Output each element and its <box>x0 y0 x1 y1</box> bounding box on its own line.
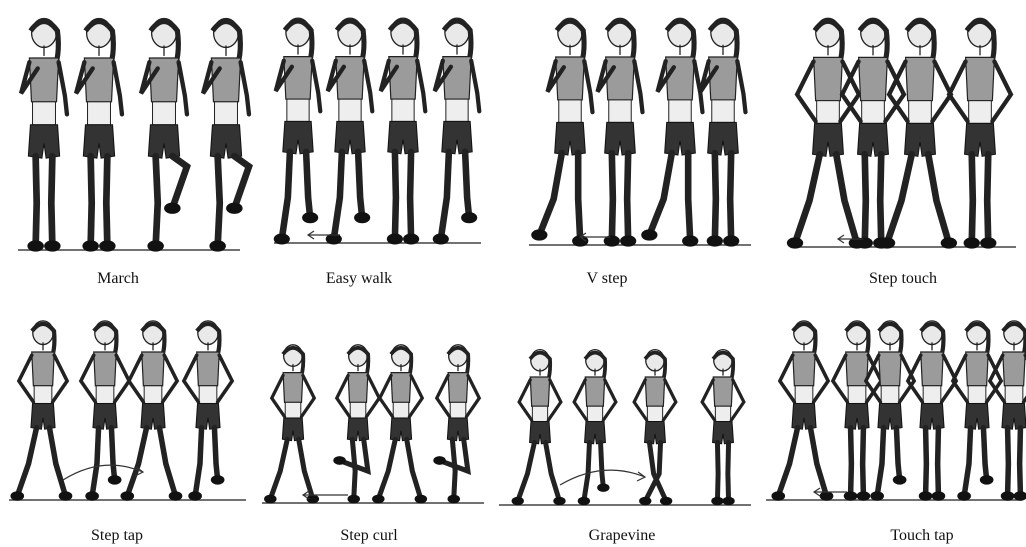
dancer-figure <box>512 350 566 506</box>
dancer-figure <box>141 18 187 251</box>
dancer-figure <box>433 18 480 244</box>
dancer-figure <box>866 321 914 501</box>
dancer-figure <box>326 18 373 244</box>
dancer-figure <box>531 18 592 246</box>
panel-step-curl <box>258 330 488 520</box>
dancer-figure <box>701 18 746 246</box>
grapevine-figures <box>495 335 755 520</box>
dancer-figure <box>634 350 676 506</box>
dancer-figure <box>264 345 319 504</box>
caption-step-touch: Step touch <box>869 270 937 288</box>
dancer-figure <box>833 321 881 501</box>
touch-tap-figures <box>762 305 1026 520</box>
dancer-figure <box>641 18 702 246</box>
march-figures <box>14 0 244 265</box>
easy-walk-figures <box>270 0 485 265</box>
dancer-figure <box>990 321 1026 501</box>
dancer-figure <box>76 18 122 251</box>
caption-easy-walk: Easy walk <box>326 270 392 288</box>
v-step-figures <box>525 0 755 265</box>
dancer-figure <box>184 321 232 501</box>
step-tap-figures <box>5 305 250 520</box>
dancer-figure <box>771 321 833 501</box>
dancer-figure <box>10 321 72 501</box>
panel-step-touch <box>790 0 1020 265</box>
dancer-figure <box>598 18 643 246</box>
dancer-figure <box>372 345 427 504</box>
caption-step-tap: Step tap <box>91 527 143 545</box>
panel-march <box>14 0 244 265</box>
dancer-figure <box>433 345 479 504</box>
dancer-figure <box>908 321 956 501</box>
dancer-figure <box>879 18 957 248</box>
dancer-figure <box>333 345 379 504</box>
dancer-figure <box>21 18 67 251</box>
panel-step-tap <box>5 305 250 520</box>
dancer-figure <box>787 18 865 248</box>
dancer-figure <box>120 321 182 501</box>
panel-grapevine <box>495 335 755 520</box>
caption-v-step: V step <box>586 270 627 288</box>
panel-touch-tap <box>762 305 1026 520</box>
caption-step-curl: Step curl <box>340 527 397 545</box>
caption-march: March <box>97 270 139 288</box>
dancer-figure <box>702 350 744 506</box>
dancer-figure <box>274 18 321 244</box>
panel-v-step <box>525 0 755 265</box>
panel-easy-walk <box>270 0 485 265</box>
caption-grapevine: Grapevine <box>589 527 656 545</box>
caption-touch-tap: Touch tap <box>890 527 953 545</box>
step-touch-figures <box>790 0 1020 265</box>
dancer-figure <box>81 321 129 501</box>
dancer-figure <box>381 18 426 244</box>
dancer-figure <box>574 350 616 506</box>
dancer-figure <box>949 18 1011 248</box>
dancer-figure <box>203 18 249 251</box>
step-curl-figures <box>258 330 488 520</box>
dancer-figure <box>953 321 1001 501</box>
